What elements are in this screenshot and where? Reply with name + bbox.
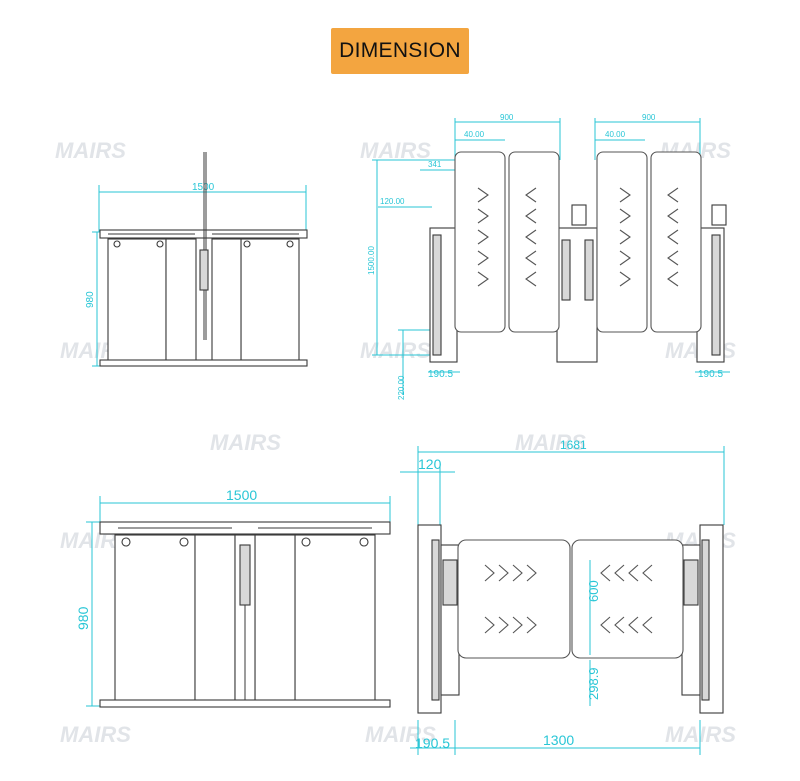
watermark: MAIRS: [360, 138, 431, 163]
page-title: DIMENSION: [331, 28, 469, 74]
watermark: MAIRS: [360, 338, 431, 363]
watermark: MAIRS: [665, 722, 736, 747]
watermark: MAIRS: [60, 722, 131, 747]
dimension-label: 600: [586, 580, 601, 602]
front-view-large: 1500 980: [75, 487, 391, 708]
dimension-label: 40.00: [464, 130, 485, 139]
dimension-label: 120: [418, 456, 442, 472]
watermark: MAIRS: [515, 430, 586, 455]
top-view-small: 900 40.00 900 40.00 341 120.00 1500.00 2…: [367, 113, 730, 400]
dimension-label: 1500: [192, 182, 215, 193]
watermark: MAIRS: [365, 722, 436, 747]
dimension-label: 220.00: [397, 375, 406, 400]
dimension-label: 980: [75, 606, 91, 630]
dimension-label: 40.00: [605, 130, 626, 139]
watermark: MAIRS: [55, 138, 126, 163]
dimension-label: 900: [642, 113, 656, 122]
dimension-label: 1500.00: [367, 246, 376, 275]
dimension-label: 900: [500, 113, 514, 122]
dimension-label: 1300: [543, 732, 574, 748]
dimension-label: 190.5: [698, 369, 723, 380]
dimension-label: 190.5: [428, 369, 453, 380]
dimension-label: 120.00: [380, 197, 405, 206]
dimension-label: 190.5: [415, 735, 450, 751]
dimension-label: 298.9: [586, 667, 601, 700]
dimension-label: 980: [85, 291, 96, 308]
dimension-label: 341: [428, 160, 442, 169]
dimension-label: 1681: [560, 438, 587, 452]
front-view-small: 1500 980: [85, 152, 308, 367]
top-view-large: 1681 120 600 298.9 190.5 1300: [400, 438, 725, 755]
dimension-label: 1500: [226, 487, 257, 503]
watermark: MAIRS: [210, 430, 281, 455]
